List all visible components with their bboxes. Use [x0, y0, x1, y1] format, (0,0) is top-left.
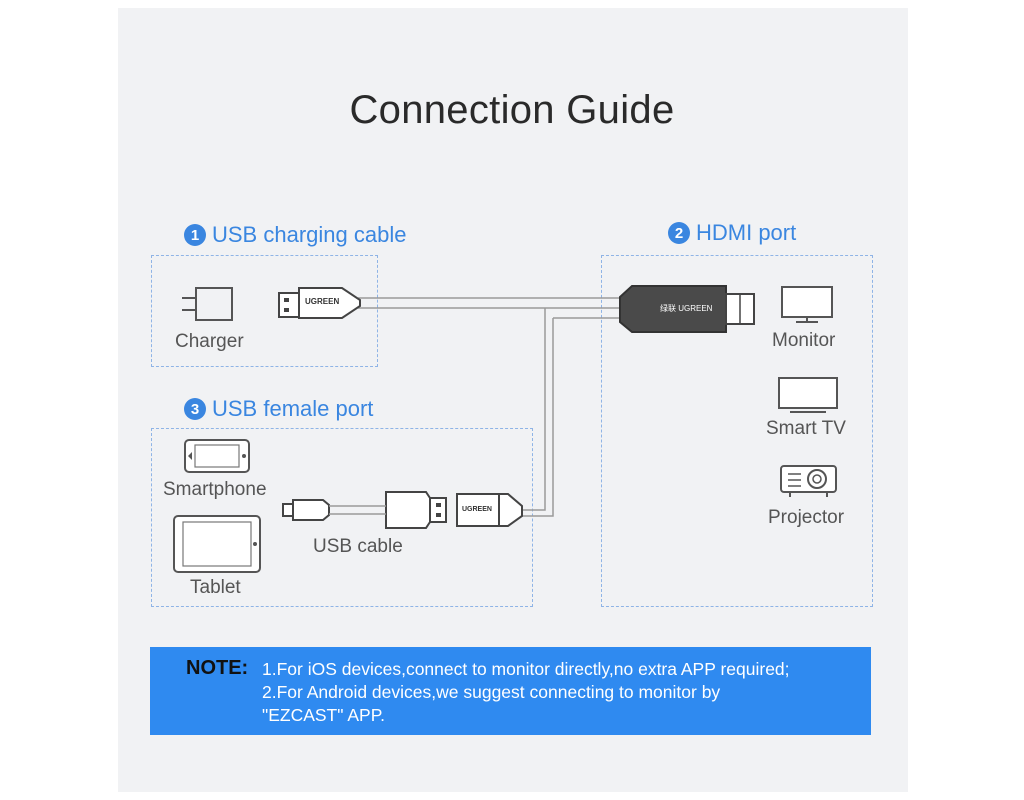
- section-label: HDMI port: [696, 220, 797, 245]
- tablet-icon: [173, 515, 261, 573]
- monitor-icon: [781, 286, 833, 323]
- usb-a-plug-data-icon: [385, 491, 447, 529]
- section-usb-charging-heading: 1 USB charging cable: [184, 222, 406, 248]
- usb-female-connector-icon: [456, 493, 523, 527]
- step-number-badge: 2: [668, 222, 690, 244]
- note-banner: NOTE: 1.For iOS devices,connect to monit…: [150, 647, 871, 735]
- charger-label: Charger: [175, 331, 244, 352]
- projector-label: Projector: [768, 507, 845, 528]
- hdmi-display-box: [601, 255, 873, 607]
- smartphone-icon: [184, 439, 250, 473]
- hdmi-plug-brand-mark: 绿联 UGREEN: [660, 304, 713, 313]
- hdmi-plug-icon: [619, 285, 755, 333]
- usb-female-brand-mark: UGREEN: [462, 506, 492, 513]
- tablet-label: Tablet: [190, 577, 241, 598]
- smart-tv-icon: [778, 377, 838, 413]
- step-number-badge: 3: [184, 398, 206, 420]
- monitor-label: Monitor: [772, 330, 836, 351]
- section-label: USB charging cable: [212, 222, 407, 247]
- note-line-3: "EZCAST" APP.: [262, 705, 385, 725]
- section-hdmi-heading: 2 HDMI port: [668, 220, 796, 246]
- cable-wire: [520, 308, 546, 511]
- charger-icon: [182, 287, 233, 321]
- smart-tv-label: Smart TV: [766, 418, 846, 439]
- note-line-1: 1.For iOS devices,connect to monitor dir…: [262, 659, 790, 679]
- usb-charging-box: [151, 255, 378, 367]
- usb-female-box: [151, 428, 533, 607]
- projector-icon: [780, 465, 837, 497]
- usb-a-plug-icon: [278, 287, 361, 319]
- section-label: USB female port: [212, 396, 374, 421]
- note-key: NOTE:: [186, 657, 249, 679]
- note-line-2: 2.For Android devices,we suggest connect…: [262, 682, 721, 702]
- section-usb-female-heading: 3 USB female port: [184, 396, 373, 422]
- usb-cable-icon: [282, 499, 386, 521]
- usb-plug-brand-mark: UGREEN: [305, 297, 340, 306]
- usb-cable-label: USB cable: [313, 536, 403, 557]
- page-title: Connection Guide: [349, 88, 675, 132]
- step-number-badge: 1: [184, 224, 206, 246]
- cable-wire: [520, 318, 554, 517]
- smartphone-label: Smartphone: [163, 479, 267, 500]
